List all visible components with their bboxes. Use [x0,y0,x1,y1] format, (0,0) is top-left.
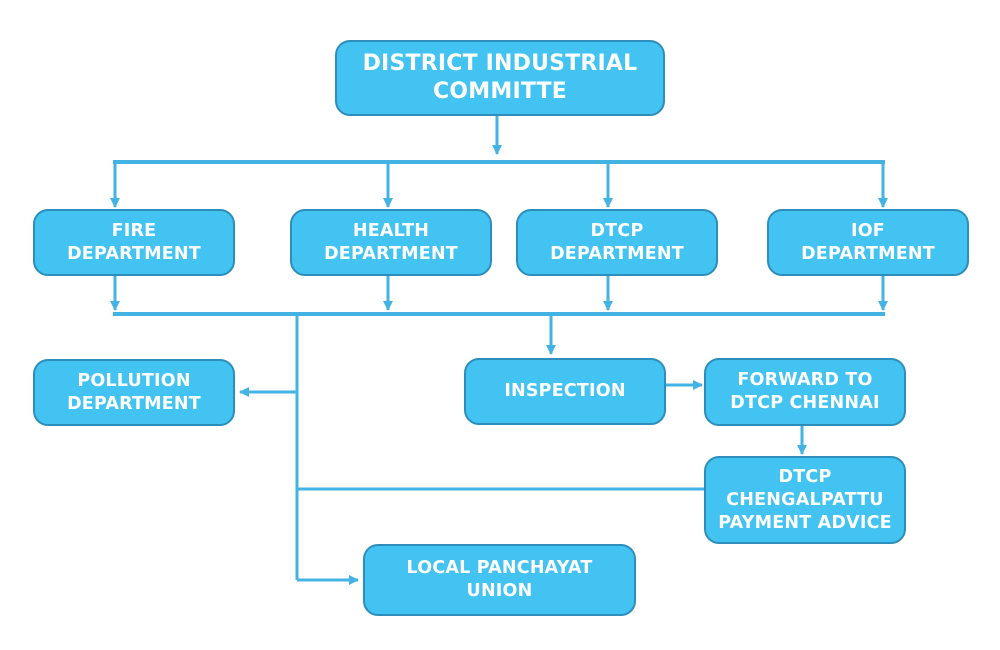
forward-line-2: DTCP CHENNAI [730,393,880,413]
dtcp-department-node: DTCP DEPARTMENT [516,209,718,276]
fire-line-1: FIRE [111,220,157,241]
dtcp-chengalpattu-node: DTCP CHENGALPATTU PAYMENT ADVICE [704,456,906,544]
iof-line-1: IOF [851,220,885,241]
district-committee-line-2: COMMITTE [433,79,567,104]
forward-dtcp-chennai-node: FORWARD TO DTCP CHENNAI [704,358,906,426]
forward-line-1: FORWARD TO [737,370,873,390]
panchayat-line-2: UNION [466,581,533,601]
pollution-department-node: POLLUTION DEPARTMENT [33,359,235,426]
health-line-2: DEPARTMENT [324,243,458,264]
district-committee-node: DISTRICT INDUSTRIAL COMMITTE [335,40,665,116]
dtcp-line-2: DEPARTMENT [550,243,684,264]
iof-line-2: DEPARTMENT [801,243,935,264]
chengalpattu-line-3: PAYMENT ADVICE [718,512,892,533]
local-panchayat-union-node: LOCAL PANCHAYAT UNION [363,544,636,616]
fire-department-node: FIRE DEPARTMENT [33,209,235,276]
district-committee-line-1: DISTRICT INDUSTRIAL [362,51,638,76]
iof-department-node: IOF DEPARTMENT [767,209,969,276]
pollution-line-2: DEPARTMENT [67,393,201,414]
inspection-node: INSPECTION [464,358,666,425]
inspection-line-1: INSPECTION [504,381,626,401]
chengalpattu-line-1: DTCP [778,466,832,487]
health-department-node: HEALTH DEPARTMENT [290,209,492,276]
fire-line-2: DEPARTMENT [67,243,201,264]
health-line-1: HEALTH [352,220,430,241]
pollution-line-1: POLLUTION [77,370,191,391]
chengalpattu-line-2: CHENGALPATTU [726,489,884,510]
dtcp-line-1: DTCP [590,220,644,241]
panchayat-line-1: LOCAL PANCHAYAT [406,558,593,578]
